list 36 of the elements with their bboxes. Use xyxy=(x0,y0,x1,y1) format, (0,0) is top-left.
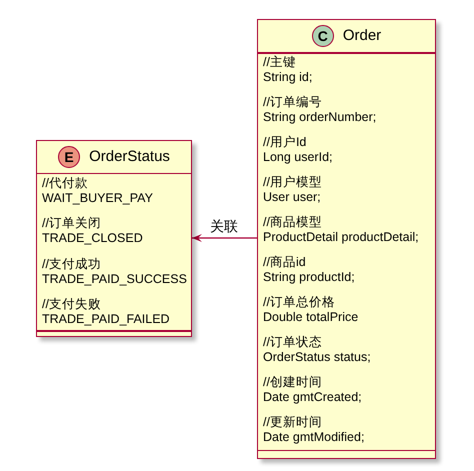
field-text: String productId; xyxy=(263,270,355,285)
field-text: Double totalPrice xyxy=(263,310,358,325)
field-text: String orderNumber; xyxy=(263,110,376,125)
class-name: Order xyxy=(342,27,382,45)
field-text: Long userId; xyxy=(263,150,332,165)
field-text: User user; xyxy=(263,190,321,205)
comment-text: //支付失败 xyxy=(42,297,101,312)
edge-label: 关联 xyxy=(210,218,238,234)
comment-text: //用户Id xyxy=(263,135,306,150)
class-name: OrderStatus xyxy=(89,148,170,166)
enum-value: TRADE_PAID_FAILED xyxy=(42,312,170,327)
comment-text: //商品id xyxy=(263,255,306,270)
enum-value: WAIT_BUYER_PAY xyxy=(42,190,153,206)
comment-text: //支付成功 xyxy=(42,256,101,272)
enum-box xyxy=(36,140,192,337)
enum-value: TRADE_CLOSED xyxy=(42,231,143,246)
comment-text: //创建时间 xyxy=(263,375,322,390)
comment-text: //用户模型 xyxy=(263,175,322,190)
field-text: OrderStatus status; xyxy=(263,350,371,365)
comment-text: //代付款 xyxy=(42,176,88,190)
arrow xyxy=(192,234,257,242)
field-text: String id; xyxy=(263,70,312,85)
enum-badge: E xyxy=(58,146,80,168)
field-text: ProductDetail productDetail; xyxy=(263,230,419,245)
comment-text: //主键 xyxy=(263,55,296,70)
class-box xyxy=(257,19,436,459)
comment-text: //订单编号 xyxy=(263,95,322,110)
class-badge: C xyxy=(312,25,334,47)
comment-text: //订单总价格 xyxy=(263,295,335,310)
enum-value: TRADE_PAID_SUCCESS xyxy=(42,272,187,286)
comment-text: //商品模型 xyxy=(263,215,322,230)
field-text: Date gmtModified; xyxy=(263,430,364,445)
comment-text: //订单状态 xyxy=(263,335,322,350)
field-text: Date gmtCreated; xyxy=(263,390,362,405)
comment-text: //更新时间 xyxy=(263,415,322,430)
comment-text: //订单关闭 xyxy=(42,216,101,231)
